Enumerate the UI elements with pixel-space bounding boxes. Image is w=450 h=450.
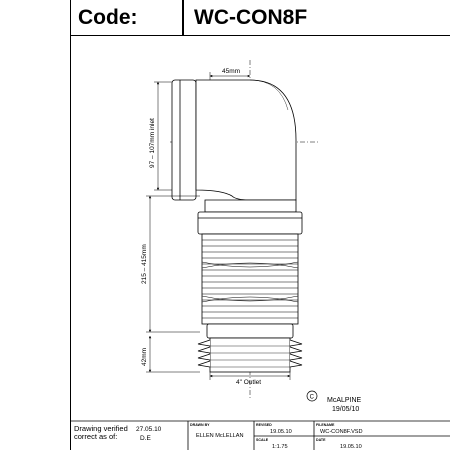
code-divider	[182, 0, 184, 36]
date-label: DATE	[316, 438, 326, 442]
dimension-inlet-label: 97 – 107mm inlet	[149, 118, 156, 168]
scale-label: SCALE	[256, 438, 269, 442]
dimension-offset-label: 45mm	[222, 68, 240, 75]
inlet-socket	[171, 79, 197, 201]
elbow-neck	[204, 199, 297, 213]
drawn-by-label: DRAWN BY	[190, 423, 210, 427]
drawn-by: ELLEN McLELLAN	[196, 433, 244, 439]
dimension-inlet	[154, 81, 172, 191]
product-code: WC-CON8F	[194, 6, 308, 29]
elbow-bend	[195, 79, 297, 201]
copyright-symbol: C	[310, 395, 315, 401]
company-name: McALPINE	[327, 397, 362, 404]
dimension-outlet-label: 4" Outlet	[236, 379, 261, 386]
dimension-length	[146, 195, 200, 333]
lower-collar	[206, 323, 294, 339]
copyright-mark: C McALPINE 19/05/10	[306, 390, 362, 413]
title-block-grid	[70, 420, 450, 450]
scale-value: 1:1.75	[272, 444, 288, 450]
code-header: Code: WC-CON8F	[70, 0, 450, 36]
date-value: 19.05.10	[340, 444, 362, 450]
upper-collar	[197, 211, 303, 235]
dimension-outlet	[209, 372, 291, 380]
filename-label: FILENAME	[316, 423, 335, 427]
verified-label: Drawing verified correct as of:	[74, 424, 128, 441]
copyright-date: 19/05/10	[332, 406, 359, 413]
drawing-frame	[70, 0, 450, 450]
dimension-offset	[209, 72, 251, 80]
dimension-length-label: 215 – 415mm	[141, 244, 148, 284]
verified-by: D.E	[140, 435, 151, 442]
revised-label: REVISED	[256, 423, 272, 427]
filename: WC-CON8F.VSD	[320, 429, 363, 435]
code-label: Code:	[78, 6, 138, 29]
corrugated-section	[201, 233, 299, 325]
dimension-spigot	[146, 335, 200, 373]
dimension-spigot-label: 42mm	[141, 348, 148, 366]
outlet-spigot	[197, 337, 303, 373]
revised-date: 19.05.10	[270, 429, 292, 435]
verified-date: 27.05.10	[136, 426, 162, 433]
